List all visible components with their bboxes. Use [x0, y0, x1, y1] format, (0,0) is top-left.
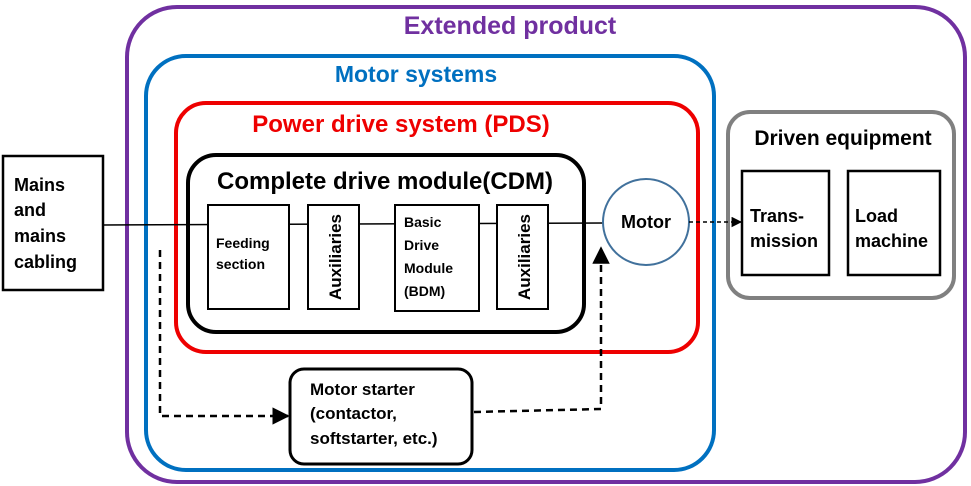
auxiliaries-box-2: [496, 204, 549, 310]
auxiliaries-label-1: Auxiliaries: [326, 214, 345, 300]
motor-starter-box: [288, 367, 474, 466]
load-machine-label: Load machine: [855, 206, 928, 251]
feeding-section-label: Feeding section: [216, 235, 274, 272]
extended-product-box: [125, 5, 967, 484]
auxiliaries-box-1: [307, 204, 360, 310]
bdm-box: [394, 204, 480, 312]
driven-equipment-box: [726, 110, 956, 300]
cdm-box: [186, 153, 586, 334]
pds-title: Power drive system (PDS): [252, 111, 549, 138]
extended-product-title: Extended product: [404, 12, 617, 40]
pds-box: [174, 101, 700, 354]
mains-box: [1, 154, 105, 292]
motor-systems-box: [144, 54, 716, 472]
driven-equipment-title: Driven equipment: [754, 127, 931, 150]
feeding-section-box: [207, 204, 290, 310]
motor-systems-title: Motor systems: [335, 61, 497, 87]
bdm-label: Basic Drive Module (BDM): [404, 214, 457, 299]
auxiliaries-label-2: Auxiliaries: [515, 214, 534, 300]
motor-label: Motor: [621, 212, 671, 232]
starter-to-motor-arrow: [473, 246, 610, 414]
cdm-title: Complete drive module(CDM): [217, 168, 553, 195]
transmission-box: [740, 169, 831, 277]
mains-label: Mains and mains cabling: [14, 175, 77, 272]
load-machine-box: [846, 169, 942, 277]
transmission-label: Trans- mission: [750, 206, 818, 251]
motor-starter-label: Motor starter (contactor, softstarter, e…: [310, 380, 438, 448]
